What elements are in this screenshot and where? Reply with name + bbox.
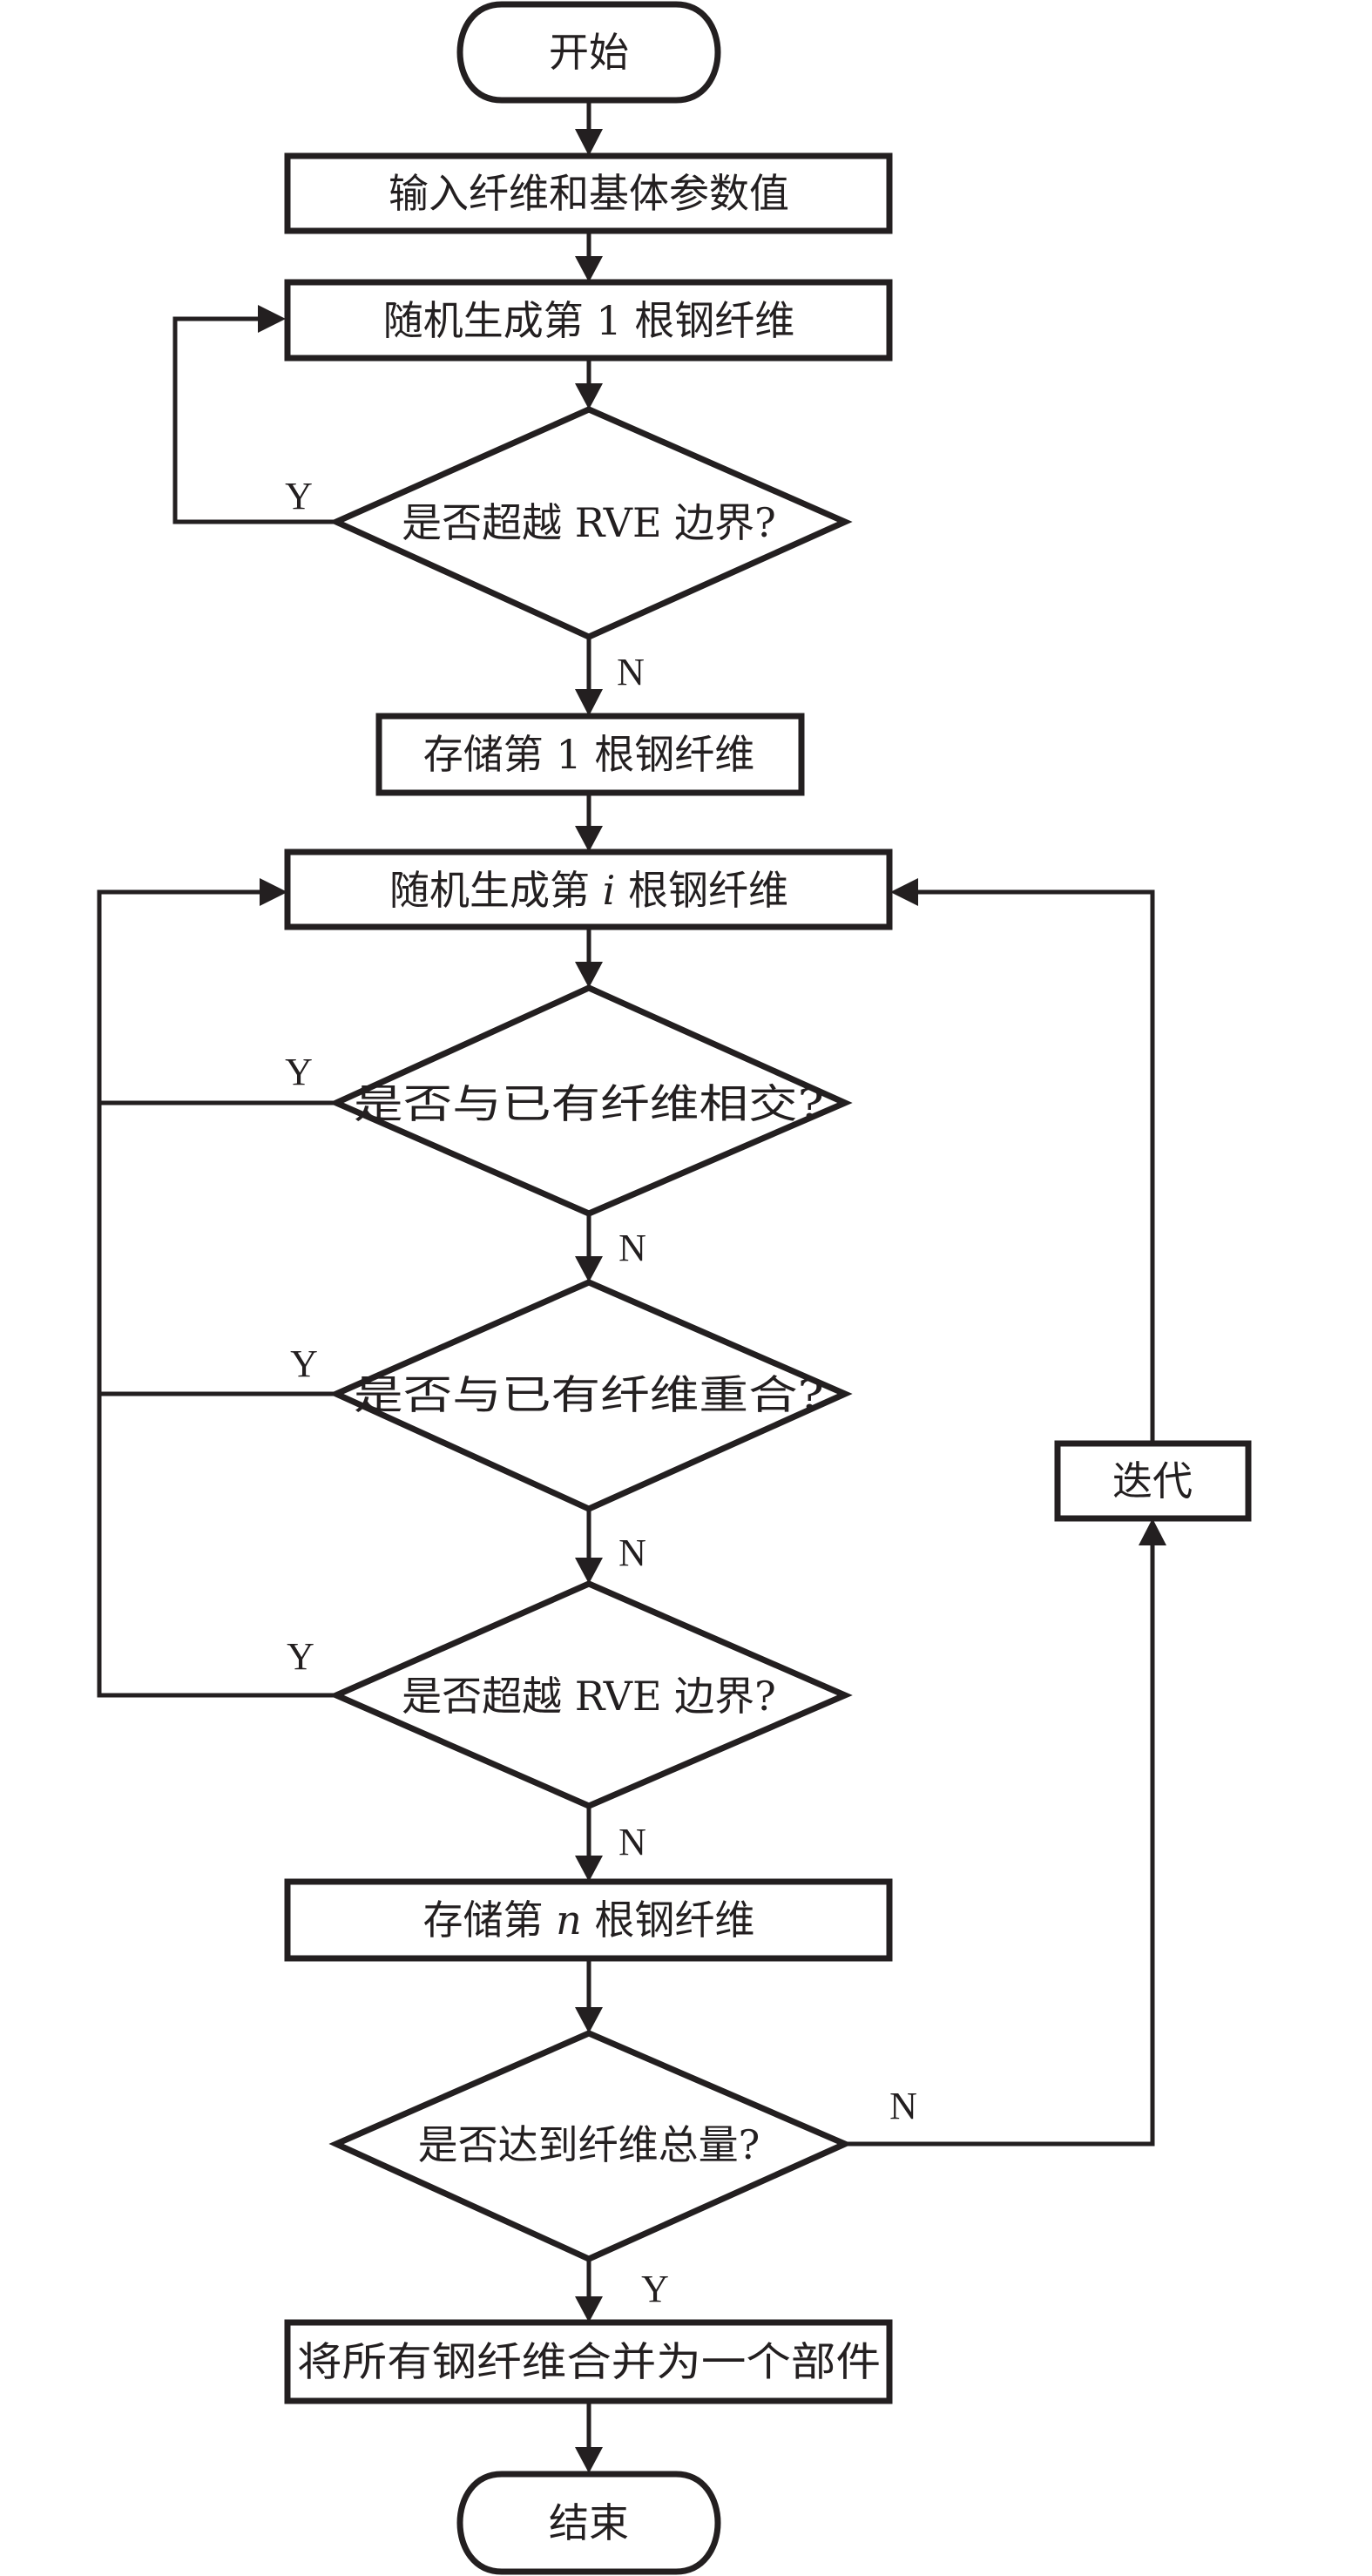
store-n-label: 存储第 n 根钢纤维 — [423, 1897, 755, 1944]
node-gen-first: 随机生成第 1 根钢纤维 — [284, 279, 893, 362]
start-label: 开始 — [549, 29, 629, 76]
process-box — [284, 279, 893, 362]
check-rve-2-label: 是否超越 RVE 边界? — [402, 1673, 776, 1720]
arrowhead-down-icon — [575, 1558, 603, 1584]
label-yes: Y — [641, 2268, 669, 2310]
arrowhead-down-icon — [575, 1256, 603, 1282]
text-part: 根钢纤维 — [615, 867, 788, 914]
process-box — [284, 2319, 893, 2404]
end-label: 结束 — [549, 2499, 629, 2546]
node-check-overlap: 是否与已有纤维重合? — [328, 1279, 853, 1512]
text-var: 1 — [556, 731, 581, 778]
arrowhead-left-icon — [890, 878, 918, 906]
label-yes: Y — [287, 1635, 314, 1678]
gen-first-label: 随机生成第 1 根钢纤维 — [383, 297, 795, 344]
arrowhead-down-icon — [575, 1856, 603, 1882]
label-no: N — [618, 1821, 646, 1863]
edge-check-rve-1-yes — [172, 316, 336, 524]
decision-diamond — [328, 406, 853, 640]
process-box — [284, 1878, 893, 1962]
node-gen-i: 随机生成第 i 根钢纤维 — [284, 849, 893, 930]
arrowhead-down-icon — [575, 962, 603, 988]
process-box — [375, 713, 805, 796]
decision-diamond — [328, 2030, 853, 2262]
decision-diamond — [328, 1580, 853, 1809]
check-rve-1-label: 是否超越 RVE 边界? — [402, 499, 776, 546]
label-yes: Y — [290, 1342, 318, 1385]
text-var: 1 — [596, 297, 621, 344]
terminal-shape — [456, 2471, 721, 2575]
node-input: 输入纤维和基体参数值 — [284, 152, 893, 234]
arrowhead-right-icon — [258, 305, 286, 333]
arrowhead-down-icon — [575, 2447, 603, 2473]
label-yes: Y — [285, 475, 313, 517]
node-iterate: 迭代 — [1054, 1440, 1252, 1522]
store-first-label: 存储第 1 根钢纤维 — [423, 731, 755, 778]
input-label: 输入纤维和基体参数值 — [389, 170, 789, 217]
edge-iterate-gen-i — [916, 889, 1155, 1444]
node-store-n: 存储第 n 根钢纤维 — [284, 1878, 893, 1962]
text-part: 存储第 — [423, 731, 557, 778]
node-check-total: 是否达到纤维总量? — [328, 2030, 853, 2262]
edge-labels: Y N Y N Y N Y N N Y — [285, 475, 917, 2310]
label-yes: Y — [285, 1051, 313, 1093]
text-var: n — [556, 1897, 582, 1944]
process-box — [284, 152, 893, 234]
text-part: 随机生成第 — [389, 867, 603, 914]
label-no: N — [618, 1531, 646, 1574]
label-no: N — [889, 2085, 917, 2127]
process-box — [1054, 1440, 1252, 1522]
text-part: 存储第 — [423, 1897, 557, 1944]
text-part: 根钢纤维 — [622, 297, 795, 344]
connectors — [97, 101, 1166, 2473]
arrowhead-up-icon — [1139, 1518, 1166, 1545]
node-store-first: 存储第 1 根钢纤维 — [375, 713, 805, 796]
process-box — [284, 849, 893, 930]
check-cross-label: 是否与已有纤维相交? — [354, 1080, 824, 1127]
arrowhead-down-icon — [575, 826, 603, 852]
arrowhead-down-icon — [575, 2296, 603, 2322]
arrowhead-right-icon — [260, 878, 287, 906]
check-total-label: 是否达到纤维总量? — [418, 2121, 760, 2168]
text-part: 随机生成第 — [383, 297, 597, 344]
terminal-shape — [456, 1, 721, 104]
decision-diamond — [328, 1279, 853, 1512]
merge-label: 将所有钢纤维合并为一个部件 — [297, 2338, 881, 2385]
decision-diamond — [328, 984, 853, 1217]
edge-yes-loop-left — [97, 889, 336, 1698]
gen-i-label: 随机生成第 i 根钢纤维 — [389, 867, 788, 914]
arrowhead-down-icon — [575, 256, 603, 282]
node-end: 结束 — [456, 2471, 721, 2575]
text-part: 根钢纤维 — [582, 1897, 755, 1944]
arrowhead-down-icon — [575, 383, 603, 409]
iterate-label: 迭代 — [1112, 1457, 1193, 1504]
text-var: i — [603, 867, 616, 914]
edge-check-total-no — [845, 1544, 1155, 2147]
text-part: 根钢纤维 — [582, 731, 755, 778]
label-no: N — [617, 651, 645, 693]
arrowhead-down-icon — [575, 689, 603, 716]
node-check-rve-1: 是否超越 RVE 边界? — [328, 406, 853, 640]
node-start: 开始 — [456, 1, 721, 104]
arrowhead-down-icon — [575, 2007, 603, 2033]
arrowhead-down-icon — [575, 129, 603, 156]
check-overlap-label: 是否与已有纤维重合? — [354, 1371, 824, 1418]
node-check-rve-2: 是否超越 RVE 边界? — [328, 1580, 853, 1809]
node-merge: 将所有钢纤维合并为一个部件 — [284, 2319, 893, 2404]
label-no: N — [618, 1227, 646, 1269]
node-check-cross: 是否与已有纤维相交? — [328, 984, 853, 1217]
